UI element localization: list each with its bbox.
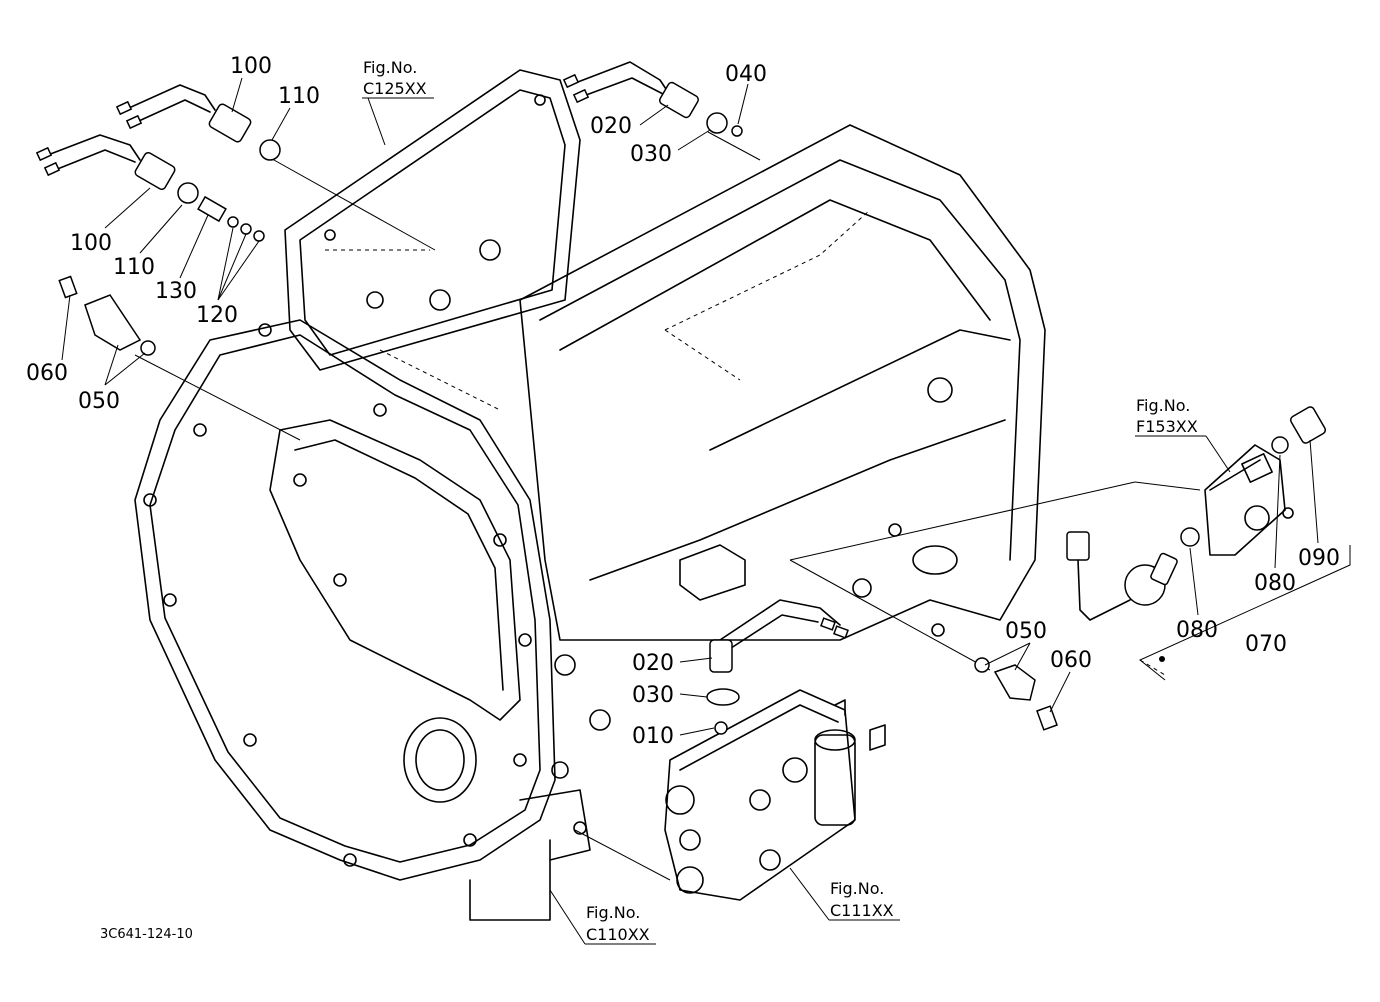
callout-leaders: [61, 77, 1319, 736]
sensor-050-upper: [58, 275, 156, 356]
callout-020-top: 020: [590, 114, 632, 139]
fig-ref-c111: Fig.No. C111XX: [789, 867, 900, 921]
bracket-plate: [1204, 444, 1294, 556]
fig-ref-c110: Fig.No. C110XX: [549, 889, 656, 945]
washer-030-top: [706, 112, 728, 134]
fig-ref-c125-code: C125XX: [363, 79, 427, 98]
callout-030-lower: 030: [632, 683, 674, 708]
callout-040: 040: [725, 62, 767, 87]
leader-lines: [134, 131, 1351, 881]
washer-030-lower: [706, 688, 740, 706]
callout-010: 010: [632, 724, 674, 749]
callout-100-upper: 100: [230, 54, 272, 79]
callout-130: 130: [155, 279, 197, 304]
washer-080-b: [1271, 436, 1289, 454]
fig-ref-c111-code: C111XX: [830, 901, 894, 920]
spring-130: [197, 195, 227, 223]
callout-060-upper: 060: [26, 361, 68, 386]
washer-080-a: [1180, 527, 1200, 547]
fig-ref-c125-label: Fig.No.: [363, 58, 417, 77]
plug-090: [1289, 406, 1327, 444]
callout-labels: 100 110 100 110 130 120 060 050 020 030 …: [26, 54, 1340, 749]
fig-ref-c125: Fig.No. C125XX: [362, 58, 434, 146]
ball-010: [714, 721, 728, 735]
ball-040: [731, 125, 743, 137]
solenoid-070: [1066, 531, 1178, 662]
callout-120: 120: [196, 303, 238, 328]
callout-050-lower: 050: [1005, 619, 1047, 644]
control-valve-assembly: [664, 689, 886, 901]
callout-080-lower: 080: [1176, 618, 1218, 643]
drawing-code: 3C641-124-10: [100, 927, 193, 942]
fig-ref-f153: Fig.No. F153XX: [1135, 396, 1231, 473]
callout-110-upper: 110: [278, 84, 320, 109]
fig-ref-c110-label: Fig.No.: [586, 903, 640, 922]
callout-080-upper: 080: [1254, 571, 1296, 596]
sensor-050-lower: [974, 657, 1058, 731]
callout-110-lower: 110: [113, 255, 155, 280]
callout-050-upper: 050: [78, 389, 120, 414]
switch-100-lower: [35, 134, 176, 191]
callout-020-lower: 020: [632, 651, 674, 676]
fig-ref-f153-label: Fig.No.: [1136, 396, 1190, 415]
transmission-case: [134, 69, 1046, 921]
balls-120: [227, 216, 265, 242]
washer-110-upper: [259, 139, 281, 161]
washer-110-lower: [177, 182, 199, 204]
fig-ref-c110-code: C110XX: [586, 925, 650, 944]
fig-ref-f153-code: F153XX: [1136, 417, 1198, 436]
switch-100-upper: [115, 84, 252, 143]
fig-ref-c111-label: Fig.No.: [830, 879, 884, 898]
callout-090: 090: [1298, 546, 1340, 571]
switch-020-top: [562, 61, 700, 119]
callout-060-lower: 060: [1050, 648, 1092, 673]
callout-070: 070: [1245, 632, 1287, 657]
switch-020-lower: [709, 599, 849, 673]
callout-100-lower: 100: [70, 231, 112, 256]
callout-030-top: 030: [630, 142, 672, 167]
